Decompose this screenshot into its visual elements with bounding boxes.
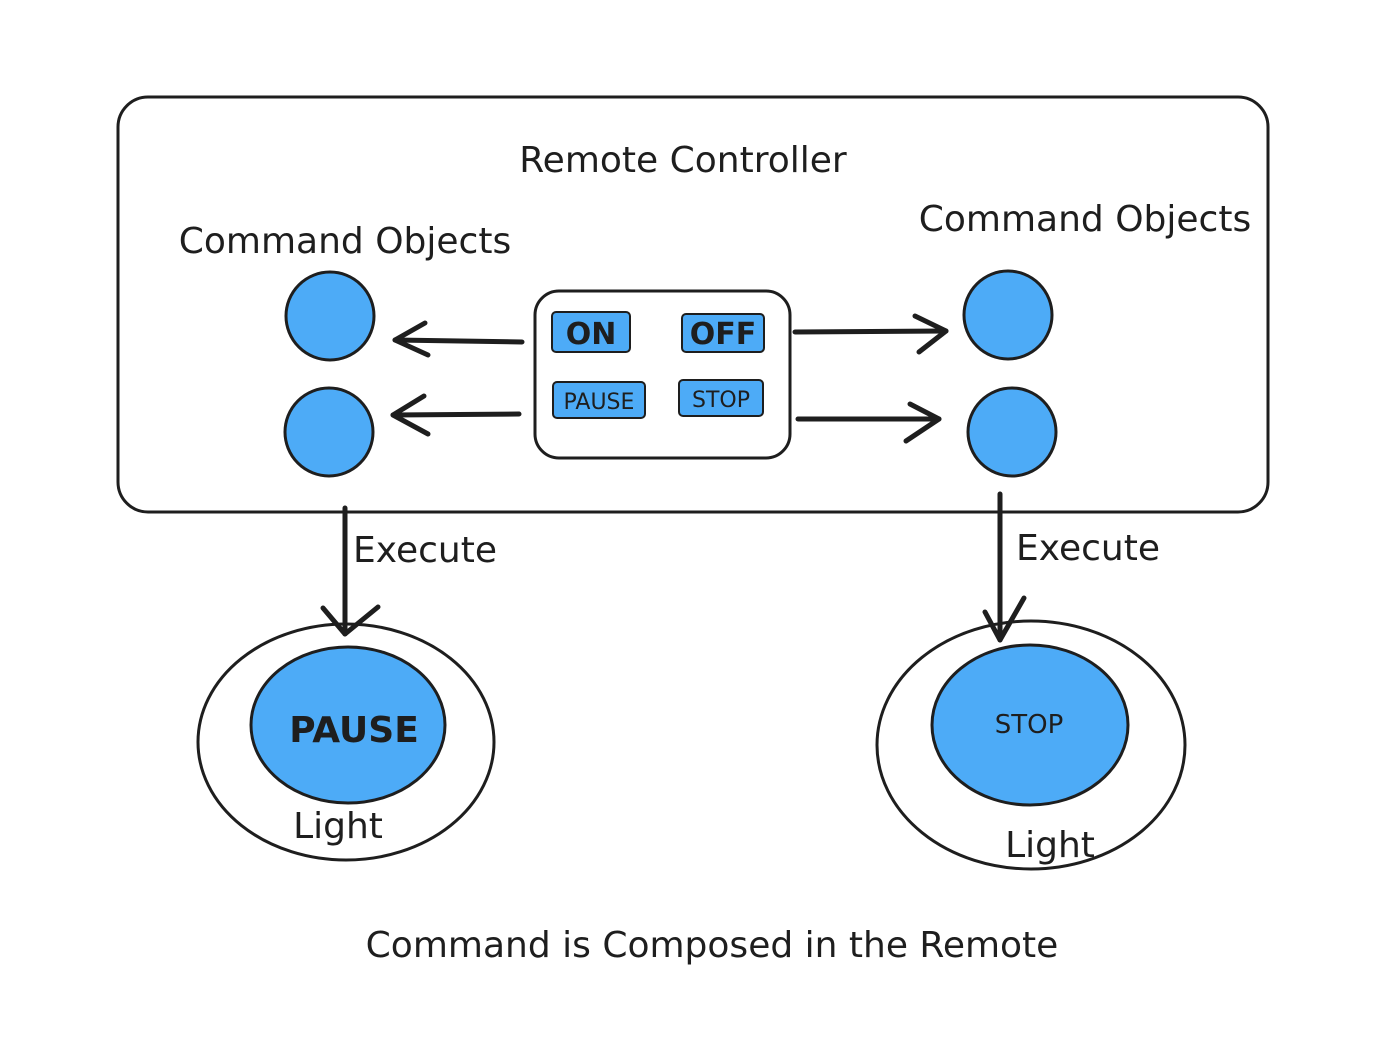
execute-left-label: Execute xyxy=(353,530,497,571)
execute-arrow-left xyxy=(320,505,381,637)
command-objects-right-label: Command Objects xyxy=(919,199,1251,240)
remote-controller-title: Remote Controller xyxy=(519,140,847,181)
arrow-to-left-top xyxy=(392,320,525,358)
diagram-caption: Command is Composed in the Remote xyxy=(366,925,1059,966)
arrow-to-left-bottom xyxy=(390,393,522,437)
off-button[interactable]: OFF xyxy=(681,313,765,353)
light-state-left xyxy=(249,645,447,805)
execute-right-label: Execute xyxy=(1016,528,1160,569)
light-receiver-left xyxy=(196,622,496,862)
light-left-label: Light xyxy=(293,806,383,847)
light-state-right-label: STOP xyxy=(995,710,1064,740)
stop-button-label: STOP xyxy=(692,388,750,413)
light-state-left-label: PAUSE xyxy=(289,710,419,751)
remote-button-panel xyxy=(533,289,792,460)
remote-controller-box xyxy=(116,95,1270,514)
on-button-label: ON xyxy=(566,317,617,352)
command-object-left-bottom xyxy=(283,386,375,478)
light-receiver-right xyxy=(875,619,1187,871)
command-object-right-bottom xyxy=(966,386,1058,478)
pause-button[interactable]: PAUSE xyxy=(552,381,646,419)
off-button-label: OFF xyxy=(690,317,757,352)
on-button[interactable]: ON xyxy=(551,311,631,353)
execute-arrow-right xyxy=(982,491,1027,643)
command-object-left-top xyxy=(284,270,376,362)
arrow-to-right-top xyxy=(792,313,949,355)
light-right-label: Light xyxy=(1005,825,1095,866)
stop-button[interactable]: STOP xyxy=(678,379,764,417)
pause-button-label: PAUSE xyxy=(564,390,635,415)
command-object-right-top xyxy=(962,269,1054,361)
command-objects-left-label: Command Objects xyxy=(179,221,511,262)
light-state-right xyxy=(930,643,1130,807)
arrow-to-right-bottom xyxy=(795,401,942,444)
